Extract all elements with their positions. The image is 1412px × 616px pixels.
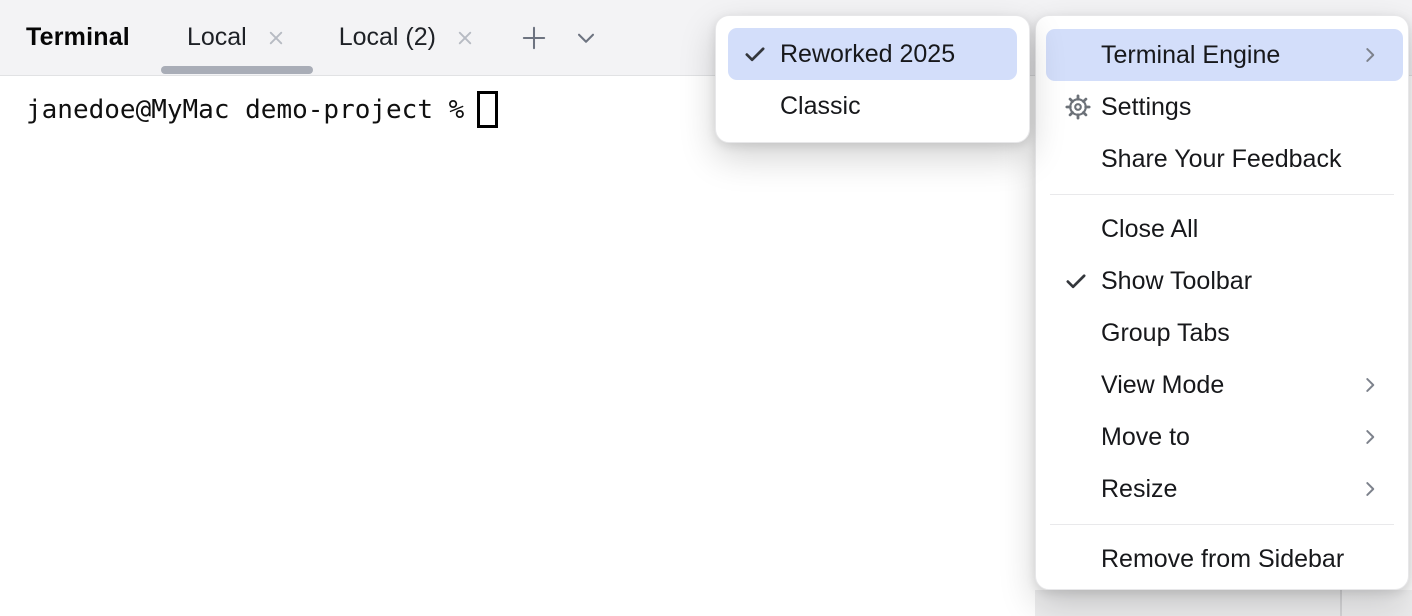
background-panel-right	[1342, 590, 1412, 616]
tab-strip: Local Local (2)	[160, 0, 502, 75]
chevron-right-icon	[1357, 424, 1383, 450]
menu-item-label: Reworked 2025	[780, 39, 956, 68]
tab-local-2[interactable]: Local (2)	[313, 0, 502, 75]
menu-item-label: Resize	[1101, 474, 1178, 503]
terminal-context-menu: Terminal Engine	[1035, 15, 1409, 590]
terminal-cursor	[477, 91, 499, 128]
tab-list-dropdown-button[interactable]	[564, 0, 608, 75]
chevron-right-icon	[1357, 42, 1383, 68]
menu-item-close-all[interactable]: Close All	[1046, 203, 1403, 255]
menu-item-move-to[interactable]: Move to	[1046, 411, 1403, 463]
chevron-down-icon	[572, 24, 600, 52]
menu-item-resize[interactable]: Resize	[1046, 463, 1403, 515]
checkmark-icon	[1062, 267, 1090, 295]
menu-separator	[1036, 185, 1408, 203]
checkmark-icon	[741, 40, 769, 68]
new-tab-button[interactable]	[512, 0, 556, 75]
gear-icon	[1063, 92, 1093, 122]
menu-item-classic[interactable]: Classic	[728, 80, 1017, 132]
menu-item-share-your-feedback[interactable]: Share Your Feedback	[1046, 133, 1403, 185]
menu-item-remove-from-sidebar[interactable]: Remove from Sidebar	[1046, 533, 1403, 585]
terminal-prompt-text: janedoe@MyMac demo-project %	[26, 94, 465, 125]
menu-item-view-mode[interactable]: View Mode	[1046, 359, 1403, 411]
menu-item-label: Move to	[1101, 422, 1190, 451]
menu-item-reworked-2025[interactable]: Reworked 2025	[728, 28, 1017, 80]
active-tab-indicator	[160, 66, 313, 74]
menu-item-label: Show Toolbar	[1101, 266, 1253, 295]
menu-item-label: Remove from Sidebar	[1101, 544, 1345, 573]
panel-divider	[1340, 590, 1342, 616]
chevron-right-icon	[1357, 372, 1383, 398]
menu-item-label: View Mode	[1101, 370, 1225, 399]
panel-title: Terminal	[26, 23, 130, 51]
plus-icon	[519, 23, 549, 53]
menu-item-label: Terminal Engine	[1101, 40, 1281, 69]
close-icon[interactable]	[454, 27, 476, 49]
close-icon[interactable]	[265, 27, 287, 49]
menu-item-settings[interactable]: Settings	[1046, 81, 1403, 133]
terminal-prompt-line: janedoe@MyMac demo-project %	[26, 91, 499, 128]
menu-item-label: Classic	[780, 91, 861, 120]
menu-item-label: Close All	[1101, 214, 1199, 243]
menu-item-label: Settings	[1101, 92, 1192, 121]
menu-item-terminal-engine[interactable]: Terminal Engine	[1046, 29, 1403, 81]
menu-separator	[1036, 515, 1408, 533]
menu-item-group-tabs[interactable]: Group Tabs	[1046, 307, 1403, 359]
tab-label: Local (2)	[338, 23, 436, 51]
tab-local[interactable]: Local	[160, 0, 313, 75]
menu-item-label: Group Tabs	[1101, 318, 1230, 347]
chevron-right-icon	[1357, 476, 1383, 502]
menu-item-show-toolbar[interactable]: Show Toolbar	[1046, 255, 1403, 307]
background-panel-corner	[1035, 590, 1412, 616]
tab-label: Local	[186, 23, 247, 51]
menu-item-label: Share Your Feedback	[1101, 144, 1342, 173]
terminal-engine-submenu: Reworked 2025 Classic	[715, 15, 1030, 143]
